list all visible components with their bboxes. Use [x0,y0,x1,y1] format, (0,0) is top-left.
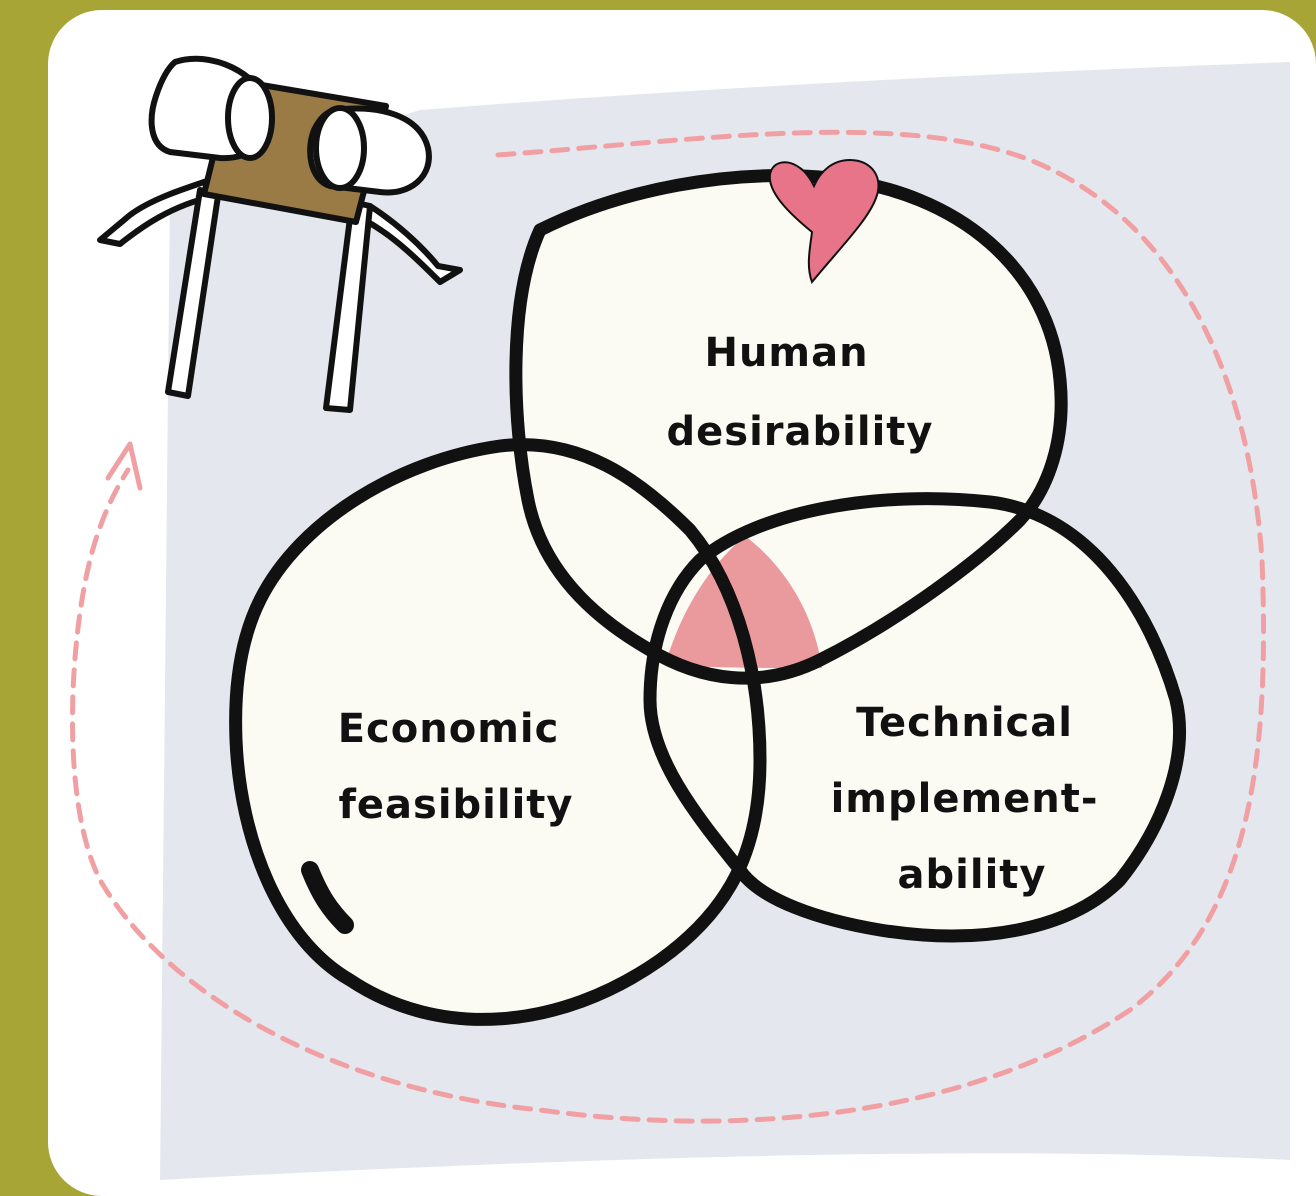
outline-detail [301,861,354,934]
circle-economic [235,444,760,1020]
outline-technical [643,492,1186,943]
center-intersection [665,536,822,668]
label-human: Human desirability [667,330,934,455]
label-economic: Economic feasibility [338,706,575,828]
cycle-dashed-path [70,129,1267,1124]
arrow-up-icon [105,441,143,491]
label-technical: Technical implement- ability [831,700,1114,898]
binoculars-icon [97,55,463,413]
venn-circles [235,175,1180,1020]
heart-icon [768,158,880,284]
